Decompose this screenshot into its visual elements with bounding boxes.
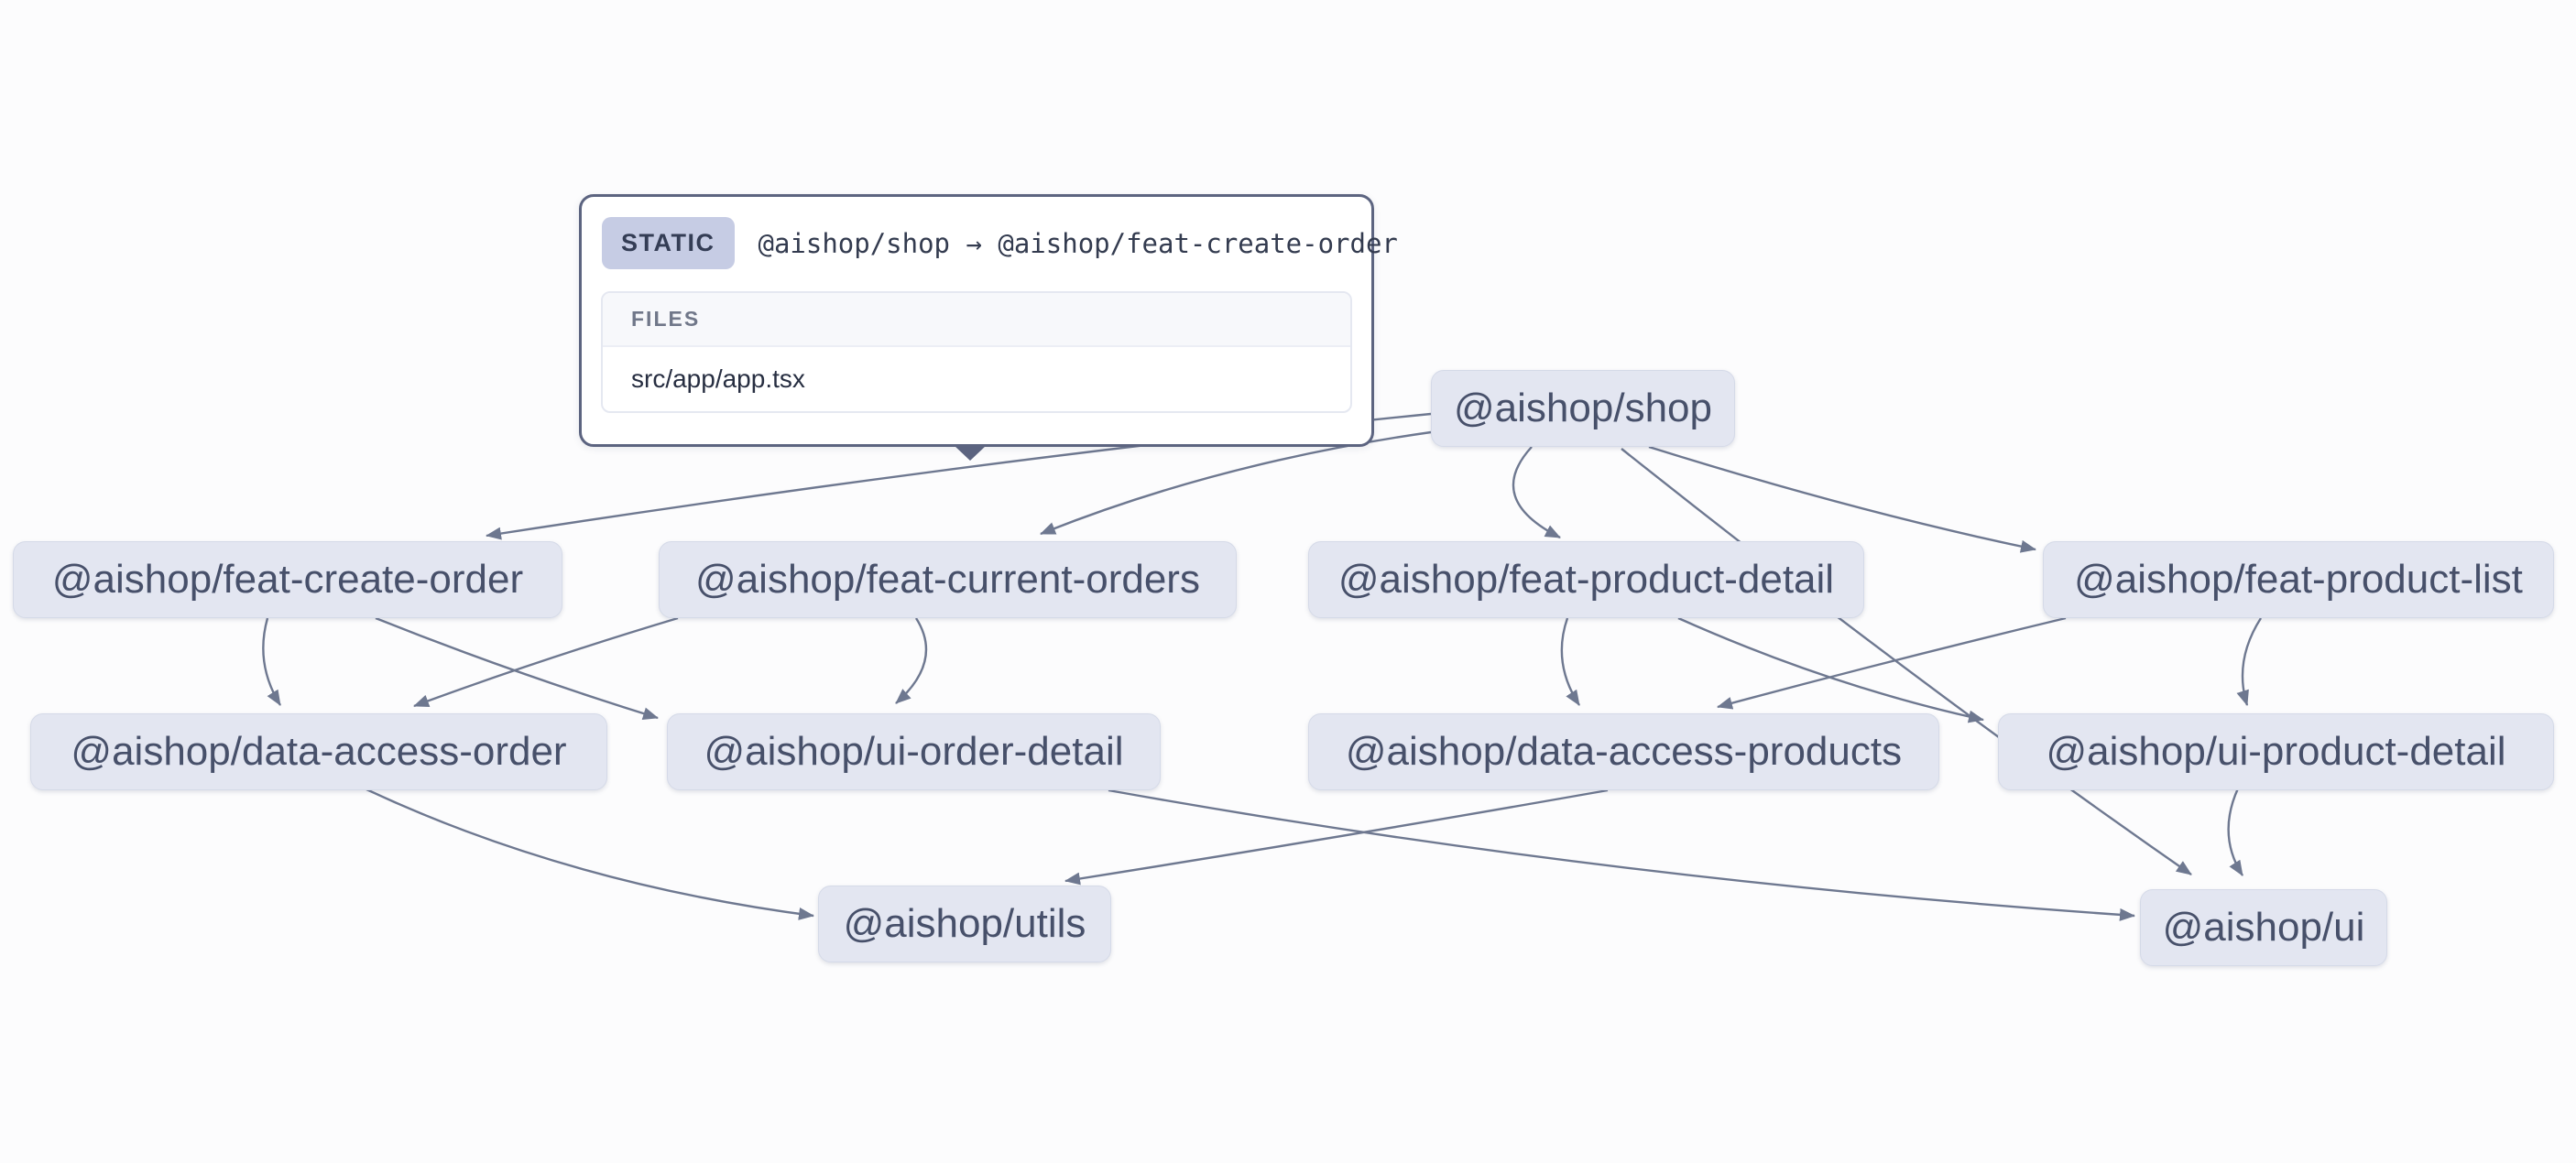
graph-node-ui-product-detail[interactable]: @aishop/ui-product-detail [1998, 713, 2554, 790]
edge-data-access-products-to-utils[interactable] [1064, 788, 1609, 886]
file-row: src/app/app.tsx [631, 364, 805, 393]
graph-node-shop[interactable]: @aishop/shop [1431, 370, 1735, 447]
graph-node-data-access-products[interactable]: @aishop/data-access-products [1308, 713, 1939, 790]
tooltip-header: STATIC @aishop/shop → @aishop/feat-creat… [582, 197, 1398, 284]
edge-shop-to-feat-product-list[interactable] [1648, 445, 2036, 553]
edge-data-access-order-to-utils[interactable] [366, 788, 814, 920]
edge-feat-product-list-to-ui-product-detail[interactable] [2236, 617, 2263, 706]
graph-node-feat-create-order[interactable]: @aishop/feat-create-order [13, 541, 562, 618]
edges-group [262, 412, 2263, 921]
graph-node-utils[interactable]: @aishop/utils [818, 886, 1111, 962]
files-header: FILES [603, 293, 1350, 347]
tooltip-caret-icon [954, 445, 987, 461]
graph-node-data-access-order[interactable]: @aishop/data-access-order [30, 713, 607, 790]
edge-shop-to-feat-product-detail[interactable] [1512, 446, 1561, 539]
graph-node-feat-product-detail[interactable]: @aishop/feat-product-detail [1308, 541, 1864, 618]
graph-node-feat-current-orders[interactable]: @aishop/feat-current-orders [659, 541, 1237, 618]
edge-ui-order-detail-to-ui[interactable] [1108, 788, 2135, 921]
edge-feat-create-order-to-ui-order-detail[interactable] [375, 616, 659, 720]
dependency-tooltip: STATIC @aishop/shop → @aishop/feat-creat… [579, 194, 1398, 447]
edge-ui-product-detail-to-ui[interactable] [2227, 788, 2244, 876]
graph-node-ui[interactable]: @aishop/ui [2140, 889, 2387, 966]
dependency-label: @aishop/shop → @aishop/feat-create-order [758, 227, 1398, 259]
graph-node-feat-product-list[interactable]: @aishop/feat-product-list [2043, 541, 2554, 618]
edge-shop-to-ui[interactable] [1621, 448, 2192, 875]
edge-feat-current-orders-to-data-access-order[interactable] [413, 616, 679, 708]
static-badge: STATIC [602, 217, 735, 269]
edge-feat-create-order-to-data-access-order[interactable] [262, 617, 282, 706]
files-panel: FILES src/app/app.tsx [601, 291, 1352, 413]
graph-node-ui-order-detail[interactable]: @aishop/ui-order-detail [667, 713, 1161, 790]
edge-feat-product-detail-to-data-access-products[interactable] [1560, 617, 1581, 706]
edge-feat-product-list-to-data-access-products[interactable] [1717, 616, 2067, 710]
edge-feat-current-orders-to-ui-order-detail[interactable] [895, 617, 928, 704]
edge-shop-to-feat-current-orders[interactable] [1040, 430, 1432, 536]
